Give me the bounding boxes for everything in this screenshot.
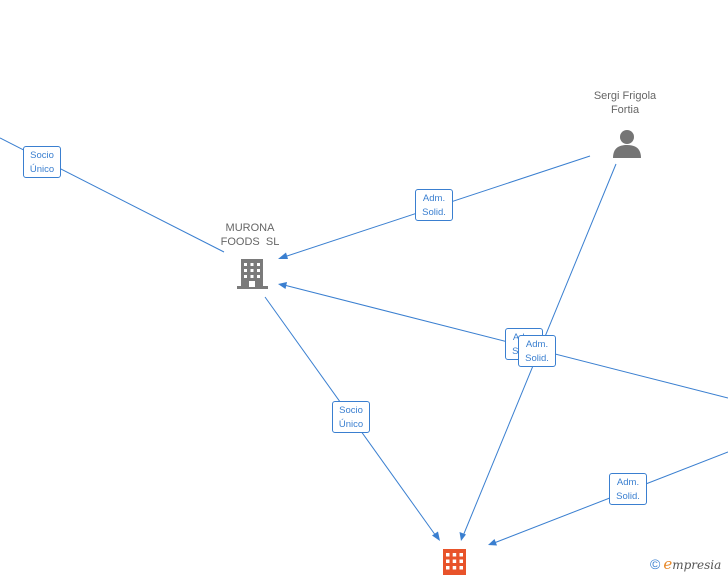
empresia-watermark: ©empresia	[650, 555, 721, 573]
edge-label-line2: Único	[338, 419, 364, 430]
edge-label-adm-solid-sergi-target[interactable]: Adm. Solid.	[518, 335, 556, 367]
copyright-symbol: ©	[650, 556, 661, 572]
arrowhead-target-right	[488, 539, 497, 546]
edge-label-socio-unico-murona-target[interactable]: Socio Único	[332, 401, 370, 433]
edge-label-line2: Solid.	[525, 353, 549, 364]
target-building-icon[interactable]	[443, 549, 466, 575]
edge-label-socio-unico-top[interactable]: Socio Único	[23, 146, 61, 178]
arrowhead-target-left	[432, 531, 440, 541]
edge-label-line1: Socio	[339, 405, 363, 416]
edge-label-line2: Único	[29, 164, 55, 175]
edge-label-line1: Adm.	[525, 339, 549, 350]
sergi-person-icon[interactable]	[613, 130, 641, 158]
edge-label-line2: Solid.	[422, 207, 446, 218]
edge-label-line1: Adm.	[616, 477, 640, 488]
sergi-node-label[interactable]: Sergi Frigola Fortia	[575, 89, 675, 117]
murona-label-line1: MURONA	[225, 222, 275, 234]
edge-label-line1: Adm.	[422, 193, 446, 204]
arrowhead-target-top	[459, 532, 466, 541]
murona-building-icon[interactable]	[237, 259, 268, 289]
murona-label-line2: FOODS SL	[220, 236, 280, 248]
sergi-label-line1: Sergi Frigola	[593, 90, 657, 102]
empresia-logo-e: e	[663, 555, 673, 573]
edge-label-line2: Solid.	[616, 491, 640, 502]
murona-node-label[interactable]: MURONA FOODS SL	[210, 221, 290, 249]
sergi-label-line2: Fortia	[610, 104, 640, 116]
edge-label-line1: Socio	[30, 150, 54, 161]
edge-label-adm-solid-sergi-murona[interactable]: Adm. Solid.	[415, 189, 453, 221]
empresia-logo-text: mpresia	[672, 558, 722, 572]
edge-label-adm-solid-right-target[interactable]: Adm. Solid.	[609, 473, 647, 505]
arrowhead-murona-top	[278, 252, 288, 259]
arrowhead-murona-right	[278, 282, 287, 289]
